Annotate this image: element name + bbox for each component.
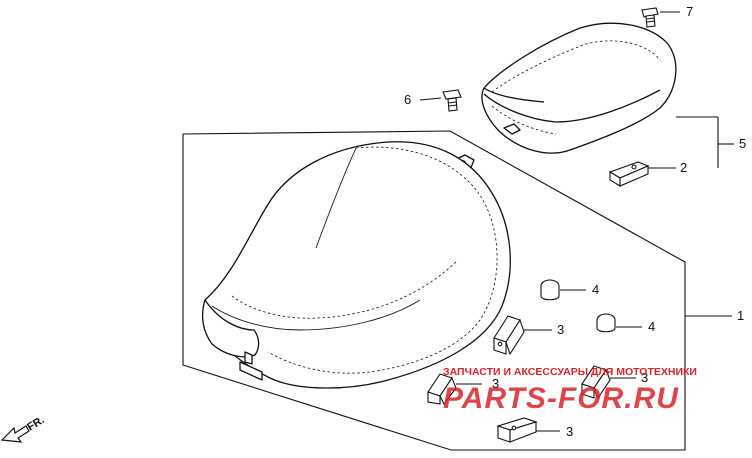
callout-1: 1 xyxy=(737,308,744,323)
rider-seat-stitching xyxy=(231,146,498,374)
callout-3-d: 3 xyxy=(566,424,573,439)
rider-seat xyxy=(201,141,511,389)
callout-5: 5 xyxy=(739,136,746,151)
group-brackets xyxy=(676,116,734,317)
stopper-2 xyxy=(608,161,676,187)
bolt-6 xyxy=(419,89,462,112)
callout-7: 7 xyxy=(686,4,693,19)
block-3-c xyxy=(581,365,636,400)
watermark-tagline: ЗАПЧАСТИ И АКСЕССУАРЫ ДЛЯ МОТОТЕХНИКИ xyxy=(443,366,697,378)
callout-3-b: 3 xyxy=(492,376,499,391)
block-3-b xyxy=(427,373,482,406)
pillion-seat xyxy=(481,22,677,154)
pillion-seat-stitching xyxy=(491,40,661,135)
callout-4-b: 4 xyxy=(648,319,655,334)
rider-seat-contours xyxy=(211,147,421,331)
callout-3-c: 3 xyxy=(641,370,648,385)
assembly-frame xyxy=(182,130,686,451)
callout-2: 2 xyxy=(680,160,687,175)
watermark-logo: PARTS-FOR.RU xyxy=(443,382,679,415)
front-direction-arrow xyxy=(0,425,30,443)
cushion-4-a xyxy=(540,279,586,301)
callout-4-a: 4 xyxy=(592,282,599,297)
cushion-4-b xyxy=(596,313,642,333)
block-3-d xyxy=(496,417,560,443)
callout-3-a: 3 xyxy=(557,322,564,337)
callout-6: 6 xyxy=(404,92,411,107)
watermark: ЗАПЧАСТИ И АКСЕССУАРЫ ДЛЯ МОТОТЕХНИКИ PA… xyxy=(443,366,697,415)
block-3-a xyxy=(493,315,552,356)
bolt-7 xyxy=(641,7,680,28)
